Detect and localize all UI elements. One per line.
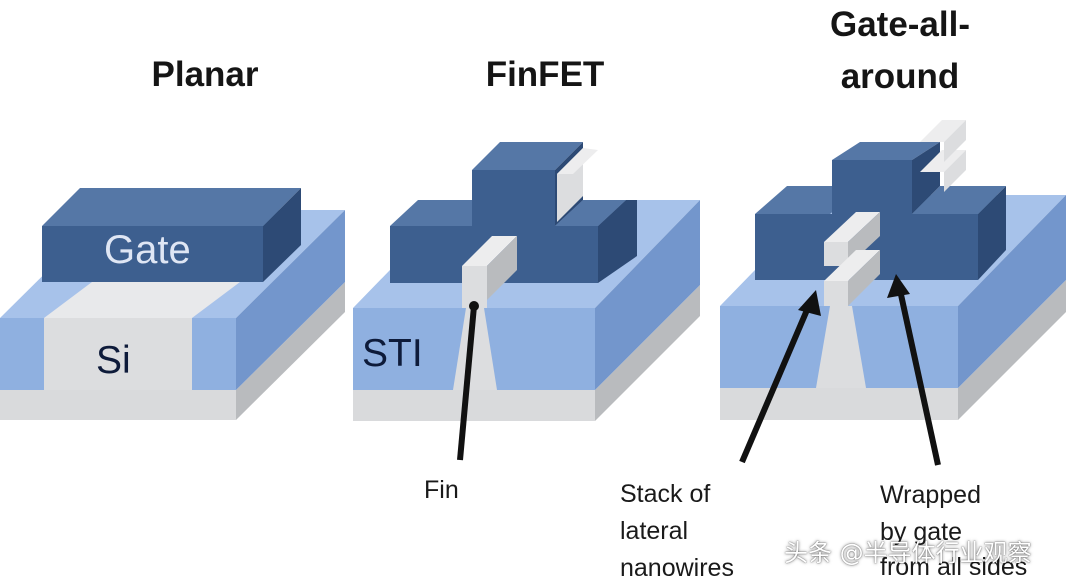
gaa-gate-top-ridge	[832, 142, 940, 160]
gaa-nanowire-1-top	[824, 212, 880, 242]
planar-gate-top	[42, 188, 301, 226]
finfet-substrate-front	[353, 390, 595, 421]
gaa-wrap-arrowhead	[887, 274, 910, 298]
gaa-nanowire-1-front	[824, 242, 848, 266]
gaa-title-line-1: Gate-all-	[829, 5, 971, 44]
planar-substrate-front	[0, 390, 236, 420]
sti-label: STI	[362, 332, 423, 375]
finfet-fin-top	[462, 236, 517, 266]
gaa-stack-arrow	[739, 301, 813, 464]
finfet-fin-trench	[453, 308, 497, 390]
gaa-nanowire-4-side	[944, 120, 966, 162]
planar-gate-side	[263, 188, 301, 282]
planar-substrate-side	[236, 282, 345, 420]
gaa-nanowire-2-front	[824, 281, 848, 306]
finfet-gate-top-ridge	[472, 142, 583, 170]
finfet-gate-side	[598, 200, 637, 283]
gaa-nanowire-2-side	[848, 250, 880, 306]
gaa-device	[720, 120, 1066, 466]
finfet-title: FinFET	[485, 55, 605, 94]
stack-label-line-1: Stack of	[620, 480, 711, 508]
finfet-fin-front	[462, 266, 487, 308]
finfet-gate-top-right	[555, 200, 626, 226]
gaa-title-line-2: around	[840, 57, 960, 96]
stack-label-line-3: nanowires	[620, 554, 734, 582]
finfet-fin-side	[487, 236, 517, 300]
source-watermark: 头条 @半导体行业观察	[784, 539, 1032, 567]
gaa-nanowire-3-back	[920, 150, 966, 172]
finfet-arrow	[457, 305, 477, 461]
gaa-substrate-side	[958, 280, 1066, 420]
gaa-nanowire-4-back	[920, 120, 966, 142]
finfet-substrate-side	[595, 285, 700, 421]
planar-title: Planar	[151, 55, 259, 94]
wrapped-label-line-3: from all sides	[880, 553, 1028, 581]
gaa-stack-arrowhead	[798, 290, 821, 316]
planar-oxide-side	[236, 210, 345, 390]
gaa-wrap-arrow	[897, 289, 941, 466]
finfet-sti-side	[595, 200, 700, 390]
finfet-fin-back-top	[557, 148, 598, 174]
finfet-gate-front	[390, 170, 598, 283]
gaa-gate-side	[978, 186, 1006, 280]
wrapped-label-line-1: Wrapped	[880, 481, 981, 509]
gaa-trench	[816, 306, 866, 388]
gaa-nanowire-3-side	[944, 150, 966, 192]
planar-device	[0, 188, 345, 420]
gaa-oxide-side	[958, 195, 1066, 388]
planar-channel-top	[44, 282, 240, 318]
gaa-nanowire-2-top	[824, 250, 880, 281]
planar-channel-front	[44, 318, 192, 390]
wrapped-label-line-2: by gate	[880, 518, 963, 546]
fin-label: Fin	[424, 476, 459, 504]
gaa-gate-top-right	[912, 186, 1006, 214]
planar-gate-front	[42, 226, 263, 282]
stack-label-line-2: lateral	[620, 517, 689, 545]
si-label: Si	[96, 339, 131, 382]
gate-label: Gate	[104, 228, 191, 272]
finfet-device	[353, 142, 700, 461]
